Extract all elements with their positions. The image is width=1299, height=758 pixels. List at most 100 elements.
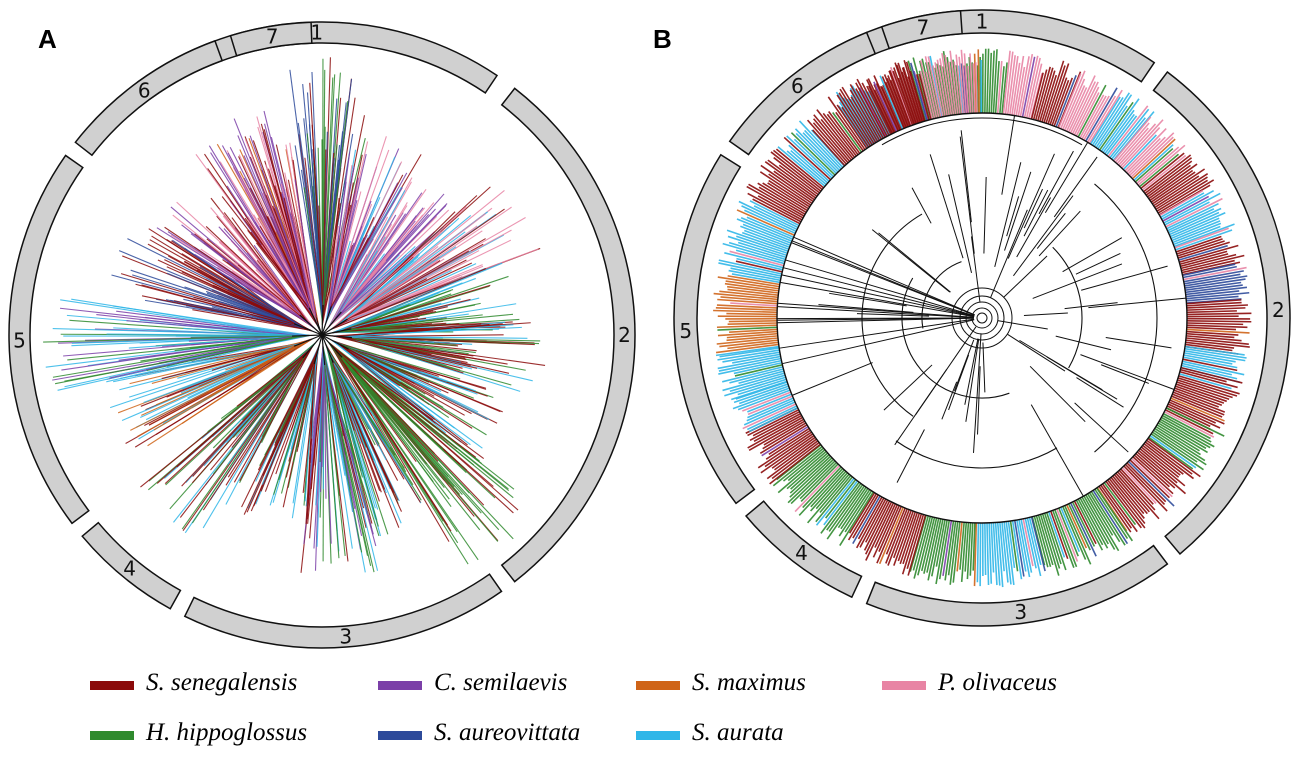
tip-branch: [992, 49, 998, 114]
tip-branch: [1165, 197, 1223, 228]
tip-branch: [726, 332, 778, 339]
tip-branch: [1116, 127, 1149, 165]
tip-branch: [1159, 418, 1211, 449]
long-branch: [783, 267, 975, 317]
tip-branch: [1186, 330, 1239, 336]
tip-branch: [956, 521, 963, 572]
tip-branch: [1114, 122, 1150, 163]
tip-branch: [939, 58, 951, 116]
tip-branch: [771, 436, 816, 469]
internal-branch: [321, 306, 332, 336]
tip-branch: [874, 503, 897, 548]
tip-branch: [1104, 113, 1135, 155]
tree-branch: [260, 344, 320, 492]
tip-branch: [729, 374, 786, 393]
tip-branch: [1173, 223, 1235, 248]
tip-branch: [1162, 195, 1210, 222]
tip-branch: [1144, 157, 1193, 195]
legend-item: H. hippoglossus: [90, 719, 307, 746]
tip-branch: [764, 433, 814, 468]
tip-branch: [1168, 207, 1222, 234]
tree-branch: [241, 351, 319, 508]
tip-branch: [717, 298, 778, 305]
tip-branch: [1175, 235, 1222, 253]
tip-branch: [1161, 189, 1215, 220]
tip-branch: [719, 290, 779, 299]
tip-branch: [1009, 520, 1019, 572]
tip-branch: [826, 113, 859, 156]
tip-branch: [1179, 250, 1228, 266]
tip-branch: [1170, 217, 1220, 240]
panel-a-segment-2: [500, 87, 636, 583]
tip-branch: [934, 62, 946, 117]
tip-branch: [1067, 75, 1096, 133]
tip-branch: [741, 205, 797, 233]
tip-branch: [718, 357, 782, 372]
tip-branch: [1073, 86, 1100, 136]
tip-branch: [1071, 81, 1099, 135]
tip-branch: [1073, 500, 1097, 545]
internal-arc: [1052, 246, 1083, 369]
tip-branch: [728, 269, 781, 282]
tip-branch: [778, 164, 819, 196]
tree-branch: [330, 358, 355, 431]
tip-branch: [1088, 89, 1123, 144]
tip-branch: [967, 65, 972, 114]
legend-swatch: [378, 681, 422, 690]
tip-branch: [1043, 60, 1065, 123]
tip-branch: [752, 198, 801, 225]
tree-branch: [155, 339, 310, 406]
tip-branch: [1186, 301, 1242, 307]
tip-branch: [1053, 77, 1074, 127]
tip-branch: [1075, 92, 1100, 137]
tip-branch: [986, 522, 990, 585]
legend-swatch: [636, 681, 680, 690]
tip-branch: [1186, 295, 1239, 302]
tip-branch: [733, 361, 783, 375]
tree-branch: [297, 122, 324, 306]
tree-branch: [321, 203, 341, 323]
root-circle: [976, 312, 988, 324]
internal-branch: [1053, 156, 1098, 218]
tree-branch: [327, 203, 373, 318]
tip-branch: [899, 512, 919, 565]
tip-branch: [716, 304, 778, 309]
tree-branch: [239, 346, 313, 482]
tree-branch: [323, 362, 346, 476]
tree-branch: [164, 351, 309, 485]
tip-branch: [873, 81, 898, 132]
tree-branch: [191, 357, 304, 524]
tip-branch: [1155, 176, 1208, 211]
tree-branch: [182, 345, 297, 390]
tip-branch: [1184, 345, 1245, 356]
tip-branch: [836, 104, 868, 149]
tip-branch: [958, 56, 965, 114]
tip-branch: [746, 399, 795, 422]
tip-branch: [713, 292, 778, 301]
tip-branch: [1186, 326, 1237, 331]
tree-branch: [331, 359, 376, 446]
tip-branch: [812, 118, 851, 162]
legend-label: S. senegalensis: [146, 669, 297, 696]
tip-branch: [731, 273, 781, 284]
tip-branch: [994, 60, 1000, 114]
tree-branch: [147, 338, 313, 447]
internal-branch: [941, 381, 958, 420]
tip-branch: [1120, 468, 1154, 505]
tip-branch: [1035, 515, 1052, 568]
tip-branch: [736, 209, 795, 237]
tip-branch: [1030, 72, 1044, 120]
tip-branch: [952, 521, 961, 583]
tree-branch: [249, 135, 316, 321]
tip-branch: [1136, 451, 1187, 495]
tip-branch: [1043, 512, 1062, 565]
tip-branch: [715, 343, 779, 354]
tip-branch: [790, 460, 836, 505]
tip-branch: [925, 71, 938, 119]
legend-item: S. senegalensis: [90, 669, 297, 696]
tip-branch: [718, 259, 782, 275]
tip-branch: [1075, 499, 1104, 551]
tip-branch: [734, 364, 783, 377]
tip-branch: [737, 389, 791, 411]
tip-branch: [1091, 96, 1124, 146]
